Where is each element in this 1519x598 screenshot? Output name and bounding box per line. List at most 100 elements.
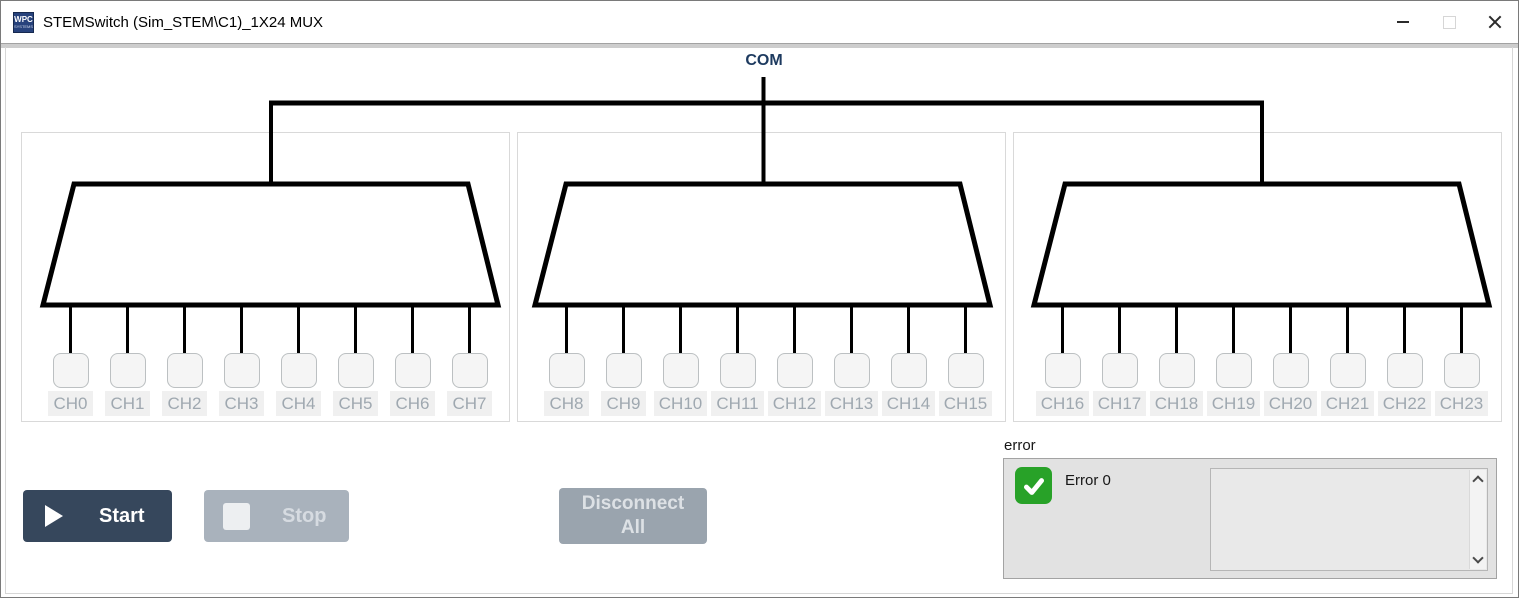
minimize-button[interactable]: [1380, 1, 1426, 43]
channel-box[interactable]: [1101, 353, 1138, 388]
disconnect-all-button[interactable]: Disconnect All: [559, 488, 707, 544]
channel-wire: [240, 305, 243, 353]
minimize-icon: [1397, 21, 1409, 23]
channel-wire: [736, 305, 739, 353]
titlebar[interactable]: WPC SYSTEMS STEMSwitch (Sim_STEM\C1)_1X2…: [1, 1, 1518, 43]
channel-box[interactable]: [337, 353, 374, 388]
channel-cell: CH10: [652, 305, 709, 416]
channel-label: CH7: [447, 391, 492, 416]
channel-cell: CH7: [441, 305, 498, 416]
channel-wire: [1346, 305, 1349, 353]
channel-cell: CH6: [384, 305, 441, 416]
channel-cell: CH23: [1433, 305, 1490, 416]
stop-square-icon: [223, 502, 250, 530]
channel-label: CH15: [938, 391, 993, 416]
close-button[interactable]: [1472, 1, 1518, 43]
channel-label: CH17: [1092, 391, 1147, 416]
error-status-text: Error 0: [1065, 472, 1111, 489]
channel-box[interactable]: [947, 353, 984, 388]
channel-wire: [468, 305, 471, 353]
channel-cell: CH12: [766, 305, 823, 416]
channel-box[interactable]: [1386, 353, 1423, 388]
maximize-button[interactable]: [1426, 1, 1472, 43]
channel-label: CH11: [711, 391, 764, 416]
channel-box[interactable]: [1272, 353, 1309, 388]
channel-cell: CH3: [213, 305, 270, 416]
start-button-label: Start: [99, 504, 145, 527]
stop-button[interactable]: Stop: [204, 490, 349, 542]
channel-cell: CH14: [880, 305, 937, 416]
channel-box[interactable]: [451, 353, 488, 388]
channel-label: CH4: [276, 391, 321, 416]
channel-wire: [411, 305, 414, 353]
channel-label: CH10: [653, 391, 708, 416]
channel-box[interactable]: [605, 353, 642, 388]
channel-box[interactable]: [890, 353, 927, 388]
channel-wire: [183, 305, 186, 353]
channel-label: CH5: [333, 391, 378, 416]
channel-cell: CH15: [937, 305, 994, 416]
channel-box[interactable]: [776, 353, 813, 388]
channel-label: CH23: [1434, 391, 1489, 416]
channel-wire: [126, 305, 129, 353]
chevron-down-icon[interactable]: [1472, 552, 1484, 564]
channel-box[interactable]: [1443, 353, 1480, 388]
channel-box[interactable]: [280, 353, 317, 388]
chevron-up-icon[interactable]: [1472, 475, 1484, 487]
channel-box[interactable]: [1158, 353, 1195, 388]
channel-cell: CH21: [1319, 305, 1376, 416]
window-controls: [1380, 1, 1518, 43]
channel-wire: [297, 305, 300, 353]
channel-cell: CH18: [1148, 305, 1205, 416]
channel-box[interactable]: [833, 353, 870, 388]
channel-cell: CH20: [1262, 305, 1319, 416]
channel-wire: [1403, 305, 1406, 353]
channel-label: CH13: [824, 391, 879, 416]
channel-box[interactable]: [223, 353, 260, 388]
mux-panel-3: [1013, 132, 1502, 422]
channel-label: CH14: [881, 391, 936, 416]
channel-box[interactable]: [52, 353, 89, 388]
channel-label: CH6: [390, 391, 435, 416]
channel-wire: [1175, 305, 1178, 353]
channel-box[interactable]: [109, 353, 146, 388]
stop-button-label: Stop: [282, 504, 327, 527]
channel-cell: CH16: [1034, 305, 1091, 416]
channel-cell: CH1: [99, 305, 156, 416]
channel-row-2: CH8 CH9 CH10 CH11 CH: [538, 305, 994, 416]
channel-wire: [1289, 305, 1292, 353]
mux-panel-1: [21, 132, 510, 422]
disconnect-all-label-line2: All: [620, 517, 646, 538]
channel-cell: CH22: [1376, 305, 1433, 416]
maximize-icon: [1442, 15, 1456, 29]
wpc-logo-text: WPC: [14, 14, 33, 24]
error-panel-label: error: [1004, 437, 1036, 454]
channel-box[interactable]: [719, 353, 756, 388]
channel-row-3: CH16 CH17 CH18 CH19: [1034, 305, 1490, 416]
scrollbar[interactable]: [1469, 470, 1486, 569]
channel-label: CH3: [219, 391, 264, 416]
channel-box[interactable]: [1215, 353, 1252, 388]
channel-label: CH18: [1149, 391, 1204, 416]
channel-box[interactable]: [1044, 353, 1081, 388]
error-panel: Error 0: [1003, 458, 1497, 579]
channel-wire: [1232, 305, 1235, 353]
error-message-box[interactable]: [1210, 468, 1488, 571]
channel-wire: [69, 305, 72, 353]
channel-cell: CH11: [709, 305, 766, 416]
channel-box[interactable]: [548, 353, 585, 388]
channel-cell: CH17: [1091, 305, 1148, 416]
channel-box[interactable]: [394, 353, 431, 388]
channel-wire: [964, 305, 967, 353]
channel-box[interactable]: [1329, 353, 1366, 388]
channel-label: CH16: [1035, 391, 1090, 416]
error-message-text: [1215, 472, 1465, 567]
channel-cell: CH2: [156, 305, 213, 416]
channel-box[interactable]: [166, 353, 203, 388]
channel-box[interactable]: [662, 353, 699, 388]
channel-label: CH0: [48, 391, 93, 416]
start-button[interactable]: Start: [23, 490, 172, 542]
channel-label: CH1: [105, 391, 150, 416]
channel-cell: CH19: [1205, 305, 1262, 416]
